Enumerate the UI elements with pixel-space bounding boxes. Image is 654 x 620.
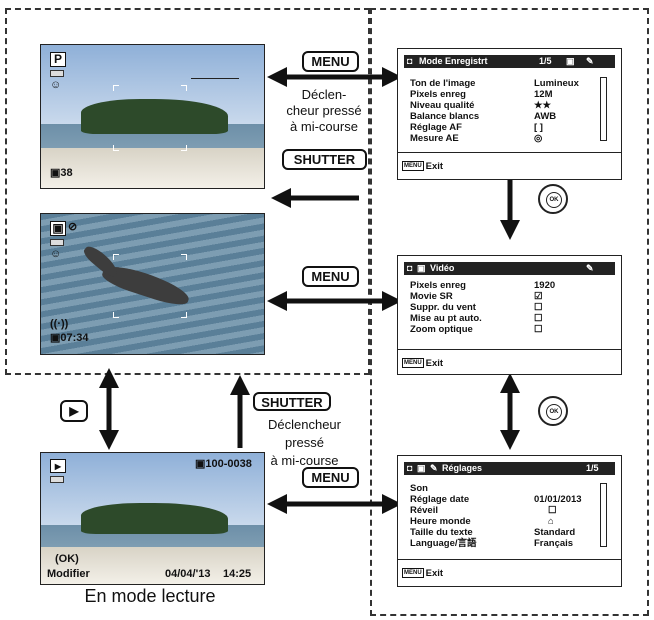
camera-tab-icon: ◘	[407, 56, 413, 66]
playback-button[interactable]: ▶	[60, 400, 88, 422]
record-mode-menu: ◘ Mode Enregistrt 1/5 ▣ ✎ Ton de l'image…	[397, 48, 622, 180]
movie-mode-icon: ▣	[50, 221, 66, 236]
camera-tab-icon: ◘	[407, 263, 413, 273]
settings-tab-icon: ✎	[586, 56, 594, 66]
menu-item-label[interactable]: Zoom optique	[410, 324, 473, 335]
menu-item-label[interactable]: Ton de l'image	[410, 78, 476, 89]
video-tab-icon: ▣	[416, 263, 426, 273]
menu-item-value: Français	[534, 538, 574, 549]
menu-item-label[interactable]: Réglage AF	[410, 122, 462, 133]
shake-reduction-icon: ((·))	[50, 318, 69, 330]
menu-item-label[interactable]: Mise au pt auto.	[410, 313, 482, 324]
menu-item-value: ★★	[534, 100, 552, 111]
recording-time-icon: ▣07:34	[50, 332, 89, 344]
recording-time: 07:34	[60, 332, 89, 344]
settings-tab-icon: ✎	[586, 263, 594, 273]
menu-item-label[interactable]: Son	[410, 483, 428, 494]
level-indicator	[191, 78, 239, 79]
remaining-shots: 38	[60, 167, 73, 179]
edit-icon: (OK)	[55, 553, 79, 565]
menu-title: Mode Enregistrt	[418, 56, 488, 66]
battery-icon	[50, 476, 64, 483]
photo-capture-screen: P ☺ ▣38	[40, 44, 265, 189]
shutter-button[interactable]: SHUTTER	[253, 392, 331, 411]
menu-button[interactable]: MENU	[302, 467, 359, 488]
video-tab-icon: ▣	[416, 463, 426, 473]
menu-item-value: ⌂	[548, 516, 554, 527]
menu-item-label[interactable]: Réglage date	[410, 494, 470, 505]
menu-item-label[interactable]: Language/言語	[410, 538, 477, 549]
scrollbar[interactable]	[600, 483, 607, 547]
half-press-caption: Déclen- cheur pressé à mi-course	[286, 87, 362, 134]
playback-screen: ▶ ▣100-0038 (OK) Modifier 04/04/'13 14:2…	[40, 452, 265, 585]
menu-button[interactable]: MENU	[302, 51, 359, 72]
menu-item-value: ☐	[534, 324, 543, 335]
scrollbar[interactable]	[600, 77, 607, 141]
face-detect-icon: ☺	[50, 79, 62, 91]
menu-item-value: ☑	[534, 291, 543, 302]
edit-label: Modifier	[47, 568, 90, 580]
ok-icon: OK	[546, 404, 562, 420]
menu-item-value: AWB	[534, 111, 557, 122]
menu-item-label[interactable]: Pixels enreg	[410, 280, 466, 291]
menu-frame	[370, 8, 649, 616]
playback-mode-caption: En mode lecture	[84, 586, 216, 606]
menu-item-label[interactable]: Suppr. du vent	[410, 302, 476, 313]
menu-item-value: ☐	[534, 302, 543, 313]
file-number: ▣100-0038	[195, 458, 252, 470]
playback-time: 14:25	[223, 568, 252, 580]
menu-header: ◘ Mode Enregistrt 1/5 ▣ ✎	[404, 55, 615, 68]
battery-icon	[50, 70, 64, 77]
menu-item-label[interactable]: Movie SR	[410, 291, 453, 302]
menu-page: 1/5	[539, 56, 552, 66]
menu-header: ◘ ▣ Vidéo ✎	[404, 262, 615, 275]
menu-button[interactable]: MENU	[302, 266, 359, 287]
menu-title: Vidéo	[429, 263, 455, 273]
video-tab-icon: ▣	[566, 56, 575, 66]
menu-item-value: Lumineux	[534, 78, 579, 89]
settings-tab-icon: ✎	[429, 463, 438, 473]
battery-icon	[50, 239, 64, 246]
video-menu: ◘ ▣ Vidéo ✎ Pixels enreg 1920 Movie SR ☑…	[397, 255, 622, 375]
four-way-controller[interactable]: OK	[538, 184, 568, 214]
menu-item-value: Standard	[534, 527, 576, 538]
menu-item-label[interactable]: Balance blancs	[410, 111, 480, 122]
four-way-controller[interactable]: OK	[538, 396, 568, 426]
menu-item-label[interactable]: Réveil	[410, 505, 438, 516]
menu-item-label[interactable]: Heure monde	[410, 516, 471, 527]
menu-item-label[interactable]: Niveau qualité	[410, 100, 475, 111]
menu-item-label[interactable]: Pixels enreg	[410, 89, 466, 100]
video-capture-screen: ▣ ⊘ ☺ ((·)) ▣07:34	[40, 213, 265, 355]
capture-mode-frame	[5, 8, 370, 375]
menu-item-value: 01/01/2013	[534, 494, 582, 505]
play-icon: ▶	[69, 404, 79, 418]
menu-item-value: [ ]	[534, 122, 543, 133]
settings-menu: ◘ ▣ ✎ Réglages 1/5 Son Réglage date 01/0…	[397, 455, 622, 587]
program-mode-icon: P	[50, 52, 66, 67]
menu-header: ◘ ▣ ✎ Réglages 1/5	[404, 462, 615, 475]
menu-item-value: ☐	[548, 505, 557, 516]
menu-item-label[interactable]: Mesure AE	[410, 133, 459, 144]
menu-item-value: ☐	[534, 313, 543, 324]
menu-item-value: 1920	[534, 280, 556, 291]
menu-item-label[interactable]: Taille du texte	[410, 527, 473, 538]
half-press-caption: Déclencheur pressé à mi-course	[268, 417, 341, 468]
menu-item-value: 12M	[534, 89, 553, 100]
menu-title: Réglages	[442, 463, 483, 473]
shutter-button[interactable]: SHUTTER	[282, 149, 367, 170]
menu-item-value: ◎	[534, 133, 543, 144]
menu-page: 1/5	[586, 463, 599, 473]
ok-icon: OK	[546, 192, 562, 208]
camera-tab-icon: ◘	[407, 463, 413, 473]
playback-icon: ▶	[50, 459, 66, 473]
face-detect-icon: ☺	[50, 248, 62, 260]
playback-date: 04/04/'13	[165, 568, 211, 580]
flash-off-icon: ⊘	[68, 221, 78, 233]
remaining-shots-icon: ▣38	[50, 167, 73, 179]
